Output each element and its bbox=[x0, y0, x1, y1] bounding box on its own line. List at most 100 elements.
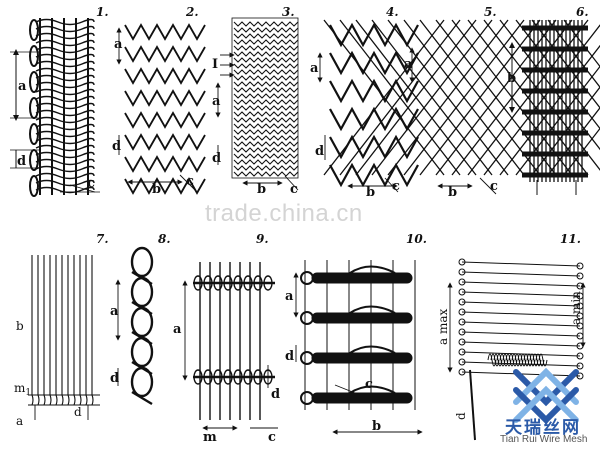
mesh-wire bbox=[35, 60, 95, 68]
mesh-wire bbox=[499, 353, 509, 367]
dimension-a: a bbox=[310, 61, 319, 76]
dimension-c: c bbox=[268, 430, 276, 445]
dimension-m1: m1 bbox=[14, 381, 31, 398]
mesh-wire bbox=[461, 331, 581, 337]
mesh-wire bbox=[461, 341, 581, 347]
mesh-wire bbox=[35, 88, 95, 96]
mesh-wire bbox=[124, 89, 206, 107]
dimension-b: b bbox=[448, 185, 457, 200]
mesh-wire bbox=[563, 127, 600, 176]
mesh-wire bbox=[458, 308, 466, 316]
mesh-wire bbox=[79, 255, 82, 406]
mesh-wire bbox=[461, 321, 581, 327]
mesh-wire bbox=[130, 246, 154, 278]
figure-number: 4. bbox=[386, 5, 399, 19]
mesh-wire bbox=[329, 22, 419, 48]
mesh-wire bbox=[35, 165, 95, 173]
panel-4-dimensions bbox=[317, 52, 399, 193]
mesh-wire bbox=[233, 153, 299, 159]
mesh-wire bbox=[35, 186, 95, 194]
mesh-wire bbox=[576, 372, 584, 380]
mesh-wire bbox=[233, 123, 299, 129]
dimension-b: b bbox=[257, 182, 266, 197]
mesh-wire bbox=[547, 106, 600, 176]
dimension-d: d bbox=[17, 154, 26, 169]
mesh-wire bbox=[203, 369, 213, 385]
mesh-wire bbox=[233, 141, 299, 147]
mesh-wire bbox=[532, 353, 542, 367]
mesh-wire bbox=[43, 255, 46, 406]
mesh-wire bbox=[35, 102, 95, 110]
mesh-wire bbox=[37, 255, 40, 406]
mesh-wire bbox=[490, 353, 500, 367]
mesh-wire bbox=[35, 25, 95, 33]
mesh-wire bbox=[461, 291, 581, 297]
mesh-wire bbox=[35, 123, 95, 131]
dimension-d: d bbox=[285, 349, 294, 364]
mesh-wire bbox=[511, 353, 521, 367]
mesh-wire bbox=[124, 23, 206, 41]
dimension-a-min: a min bbox=[569, 291, 583, 325]
dimension-d: d bbox=[454, 412, 468, 420]
mesh-wire bbox=[529, 353, 539, 367]
mesh-wire bbox=[458, 268, 466, 276]
mesh-wire bbox=[547, 19, 600, 89]
mesh-wire bbox=[35, 32, 95, 40]
mesh-wire bbox=[263, 275, 273, 291]
mesh-wire bbox=[300, 311, 314, 325]
mesh-wire bbox=[300, 351, 314, 365]
panel-3-dimensions bbox=[215, 52, 299, 191]
mesh-wire bbox=[35, 179, 95, 187]
mesh-wire bbox=[35, 67, 95, 75]
mesh-wire bbox=[223, 369, 233, 385]
panel-7-straight-wires bbox=[31, 255, 94, 406]
mesh-wire bbox=[458, 358, 466, 366]
mesh-wire bbox=[131, 390, 153, 406]
mesh-wire bbox=[300, 391, 314, 405]
mesh-wire bbox=[349, 345, 396, 354]
mesh-wire bbox=[29, 71, 39, 93]
mesh-wire bbox=[130, 306, 154, 338]
dimension-a: a bbox=[18, 79, 27, 94]
mesh-wire bbox=[253, 275, 263, 291]
mesh-wire bbox=[458, 288, 466, 296]
mesh-wire bbox=[35, 130, 95, 138]
mesh-wire bbox=[35, 151, 95, 159]
mesh-wire bbox=[458, 368, 466, 376]
mesh-wire bbox=[233, 165, 299, 171]
mesh-wire bbox=[85, 255, 88, 406]
mesh-wire bbox=[29, 45, 39, 67]
dimension-d: d bbox=[112, 139, 121, 154]
mesh-wire bbox=[35, 18, 95, 26]
mesh-wire bbox=[233, 75, 299, 81]
dimension-d: d bbox=[271, 387, 280, 402]
mesh-wire bbox=[29, 123, 39, 145]
panel-6-ladder-mesh bbox=[509, 20, 588, 195]
mesh-wire bbox=[233, 21, 299, 27]
mesh-wire bbox=[130, 276, 154, 308]
mesh-wire bbox=[349, 305, 396, 314]
mesh-wire bbox=[130, 366, 154, 398]
figure-number: 2. bbox=[185, 5, 199, 19]
mesh-wire bbox=[35, 116, 95, 124]
mesh-wire bbox=[124, 133, 206, 151]
mesh-wire bbox=[311, 392, 413, 404]
mesh-wire bbox=[349, 385, 396, 394]
mesh-wire bbox=[493, 353, 503, 367]
mesh-wire bbox=[233, 129, 299, 135]
mesh-wire bbox=[576, 262, 584, 270]
mesh-wire bbox=[124, 45, 206, 63]
mesh-wire bbox=[461, 311, 581, 317]
dimension-a: a bbox=[114, 37, 123, 52]
figure-number: 9. bbox=[256, 232, 269, 246]
panel-2-dimensions bbox=[116, 27, 196, 191]
mesh-wire bbox=[505, 353, 515, 367]
mesh-wire bbox=[517, 353, 527, 367]
mesh-wire bbox=[213, 275, 223, 291]
panel-1-spiral-mesh bbox=[10, 18, 100, 197]
mesh-wire bbox=[233, 45, 299, 51]
mesh-wire bbox=[243, 369, 253, 385]
dimension-b: b bbox=[366, 185, 375, 200]
dimension-a-max: a max bbox=[436, 308, 450, 345]
